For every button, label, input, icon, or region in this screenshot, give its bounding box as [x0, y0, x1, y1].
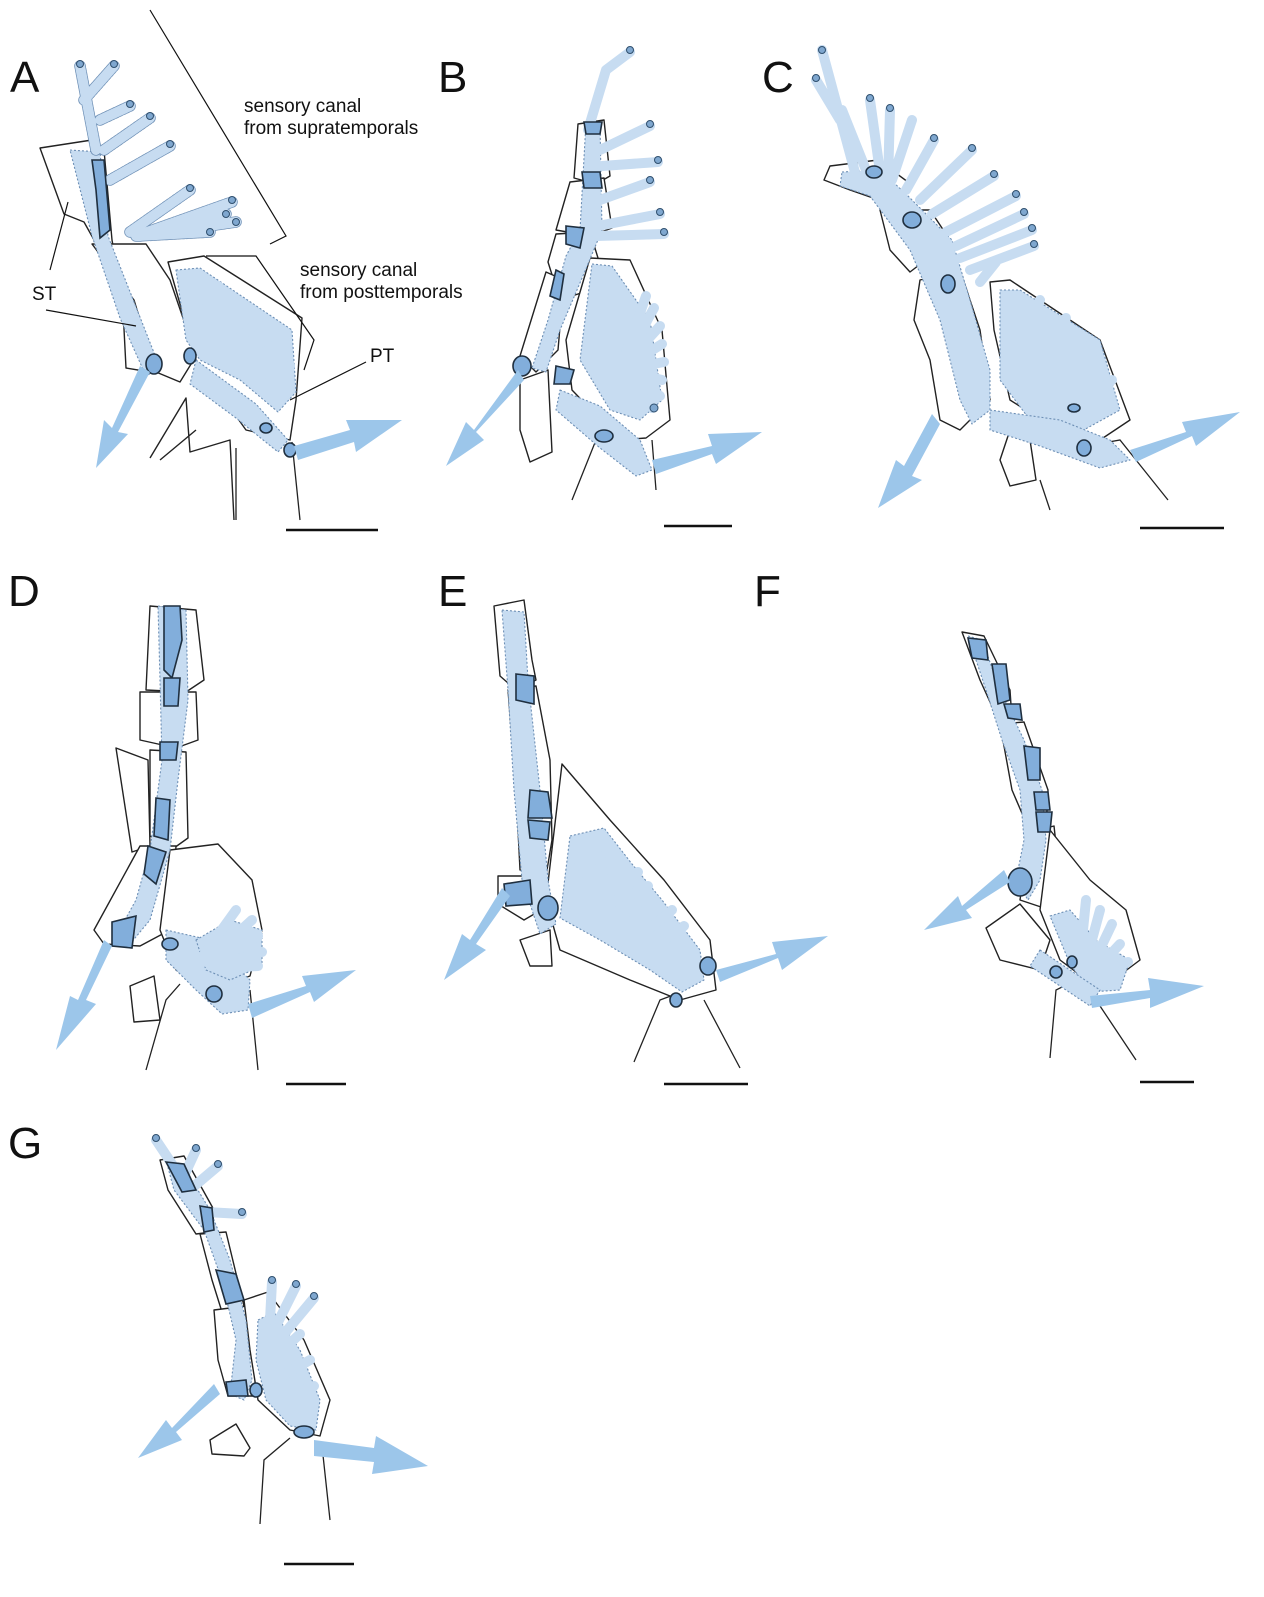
annotation-st: ST: [32, 284, 57, 305]
panel-label-a: A: [10, 53, 40, 102]
panel-label-b: B: [438, 53, 467, 102]
panel-label-g: G: [8, 1119, 42, 1168]
panel-c: C: [762, 47, 1240, 529]
annotation-supratemporal-canal-line1: sensory canal: [244, 96, 361, 117]
panel-d: D: [8, 567, 356, 1084]
annotation-posttemporal-canal-line2: from posttemporals: [300, 282, 463, 303]
panel-label-c: C: [762, 53, 794, 102]
panel-b: B: [438, 47, 762, 527]
panel-g: G: [8, 1119, 428, 1564]
annotation-supratemporal-canal-line2: from supratemporals: [244, 118, 418, 139]
panel-label-d: D: [8, 567, 40, 616]
annotation-posttemporal-canal-line1: sensory canal: [300, 260, 417, 281]
panel-e: E: [438, 567, 828, 1084]
panel-label-f: F: [754, 567, 781, 616]
panel-label-e: E: [438, 567, 467, 616]
panel-f: F: [754, 567, 1204, 1082]
annotation-pt: PT: [370, 346, 395, 367]
panel-a: A sensory canal from supratemporals sens…: [10, 10, 463, 530]
